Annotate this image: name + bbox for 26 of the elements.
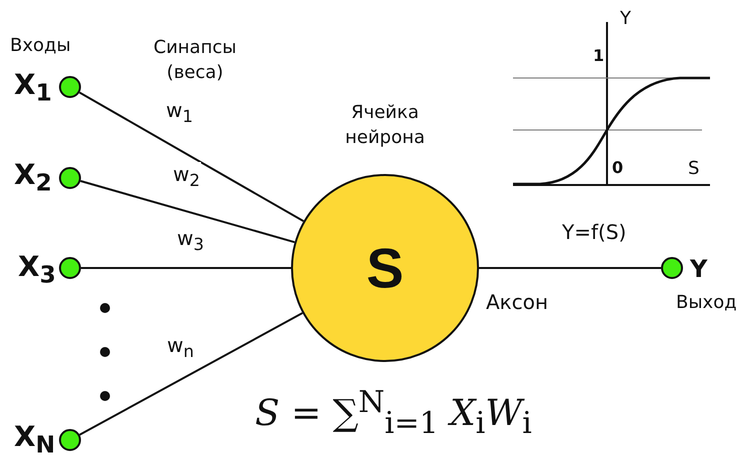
- connector-line: [79, 92, 304, 222]
- connector-line: [80, 180, 295, 244]
- connector-line: [81, 267, 291, 269]
- node-caption: X$_{2}$: [14, 158, 52, 197]
- input-circle: [59, 429, 81, 451]
- node-caption: Выход: [676, 292, 737, 313]
- connector-line: [79, 312, 303, 436]
- column-heading: Входы: [10, 35, 71, 56]
- connector-line: [479, 267, 661, 269]
- axis-label: Y: [620, 8, 631, 29]
- node-caption: X$_{1}$: [14, 68, 52, 107]
- tick-label: 0: [612, 158, 624, 177]
- formula: S = ∑$^{N}$$_{i=1}$ X$_{i}$W$_{i}$: [255, 385, 532, 442]
- node-caption: Ячейка нейрона: [344, 101, 426, 150]
- node-caption: X$_{3}$: [18, 250, 56, 289]
- input-circle: [59, 167, 81, 189]
- axis-label: S: [688, 158, 700, 179]
- function-label: Y=f(S): [562, 220, 626, 244]
- node-caption: X$_{N}$: [14, 420, 56, 459]
- output-circle: [661, 257, 683, 279]
- neuron-symbol: S: [365, 236, 405, 300]
- input-circle: [59, 76, 81, 98]
- node-caption: Y: [690, 255, 708, 283]
- input-circle: [59, 257, 81, 279]
- tick-label: 1: [593, 46, 604, 65]
- column-heading: Синапсы (веса): [152, 36, 238, 86]
